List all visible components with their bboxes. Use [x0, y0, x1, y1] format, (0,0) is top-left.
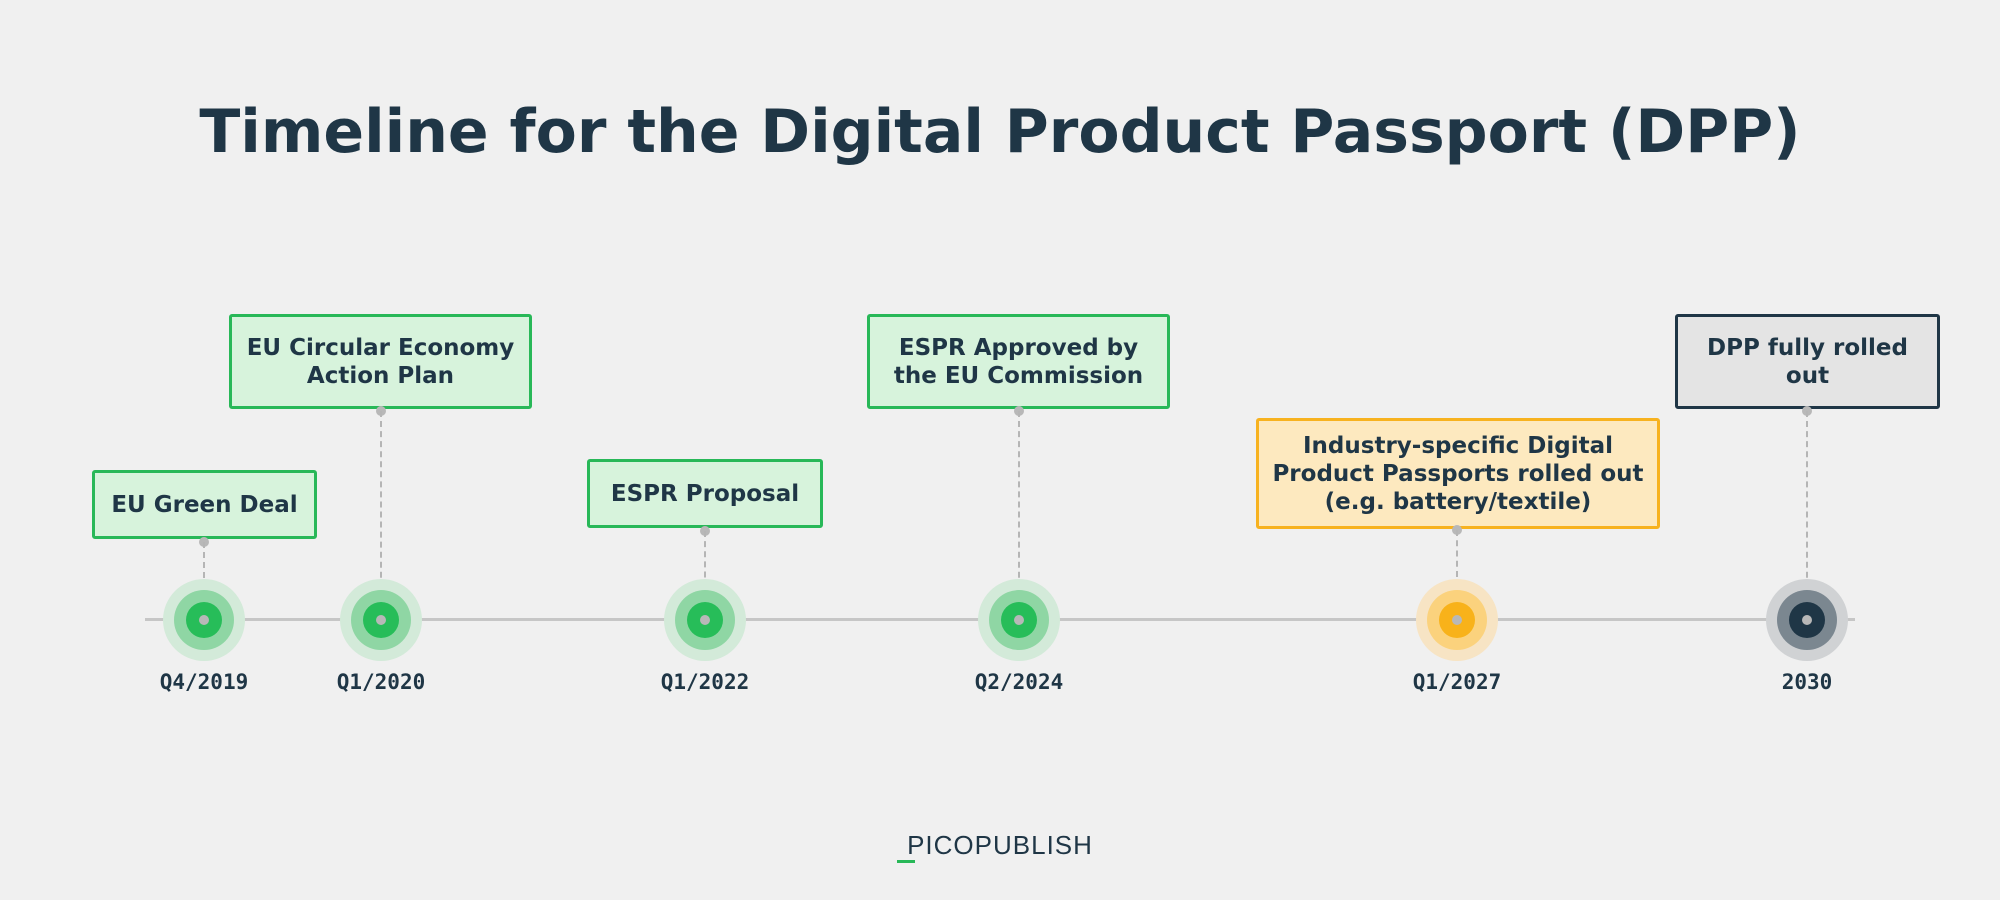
timeline-marker-q2-2024 [978, 579, 1060, 661]
event-box-eu-green-deal: EU Green Deal [92, 470, 317, 539]
brand-underline [897, 860, 915, 863]
date-label-q4-2019: Q4/2019 [159, 670, 249, 694]
timeline-marker-q1-2027 [1416, 579, 1498, 661]
timeline-marker-q1-2022 [664, 579, 746, 661]
date-label-2030: 2030 [1781, 670, 1833, 694]
timeline-marker-2030 [1766, 579, 1848, 661]
connector-line [1806, 411, 1808, 618]
timeline-marker-q4-2019 [163, 579, 245, 661]
event-box-circular-economy: EU Circular Economy Action Plan [229, 314, 532, 409]
event-box-dpp-fully-rolled-out: DPP fully rolled out [1675, 314, 1940, 409]
timeline-marker-q1-2020 [340, 579, 422, 661]
connector-line [1018, 411, 1020, 618]
page-title: Timeline for the Digital Product Passpor… [199, 97, 1801, 167]
event-box-espr-approved: ESPR Approved by the EU Commission [867, 314, 1170, 409]
date-label-q1-2027: Q1/2027 [1412, 670, 1502, 694]
brand-logo: PICOPUBLISH [907, 830, 1093, 860]
connector-line [1456, 530, 1458, 618]
date-label-q2-2024: Q2/2024 [974, 670, 1064, 694]
event-box-industry-specific-dpp: Industry-specific Digital Product Passpo… [1256, 418, 1660, 529]
connector-line [704, 531, 706, 618]
event-box-espr-proposal: ESPR Proposal [587, 459, 823, 528]
date-label-q1-2020: Q1/2020 [336, 670, 426, 694]
connector-line [380, 411, 382, 618]
date-label-q1-2022: Q1/2022 [660, 670, 750, 694]
